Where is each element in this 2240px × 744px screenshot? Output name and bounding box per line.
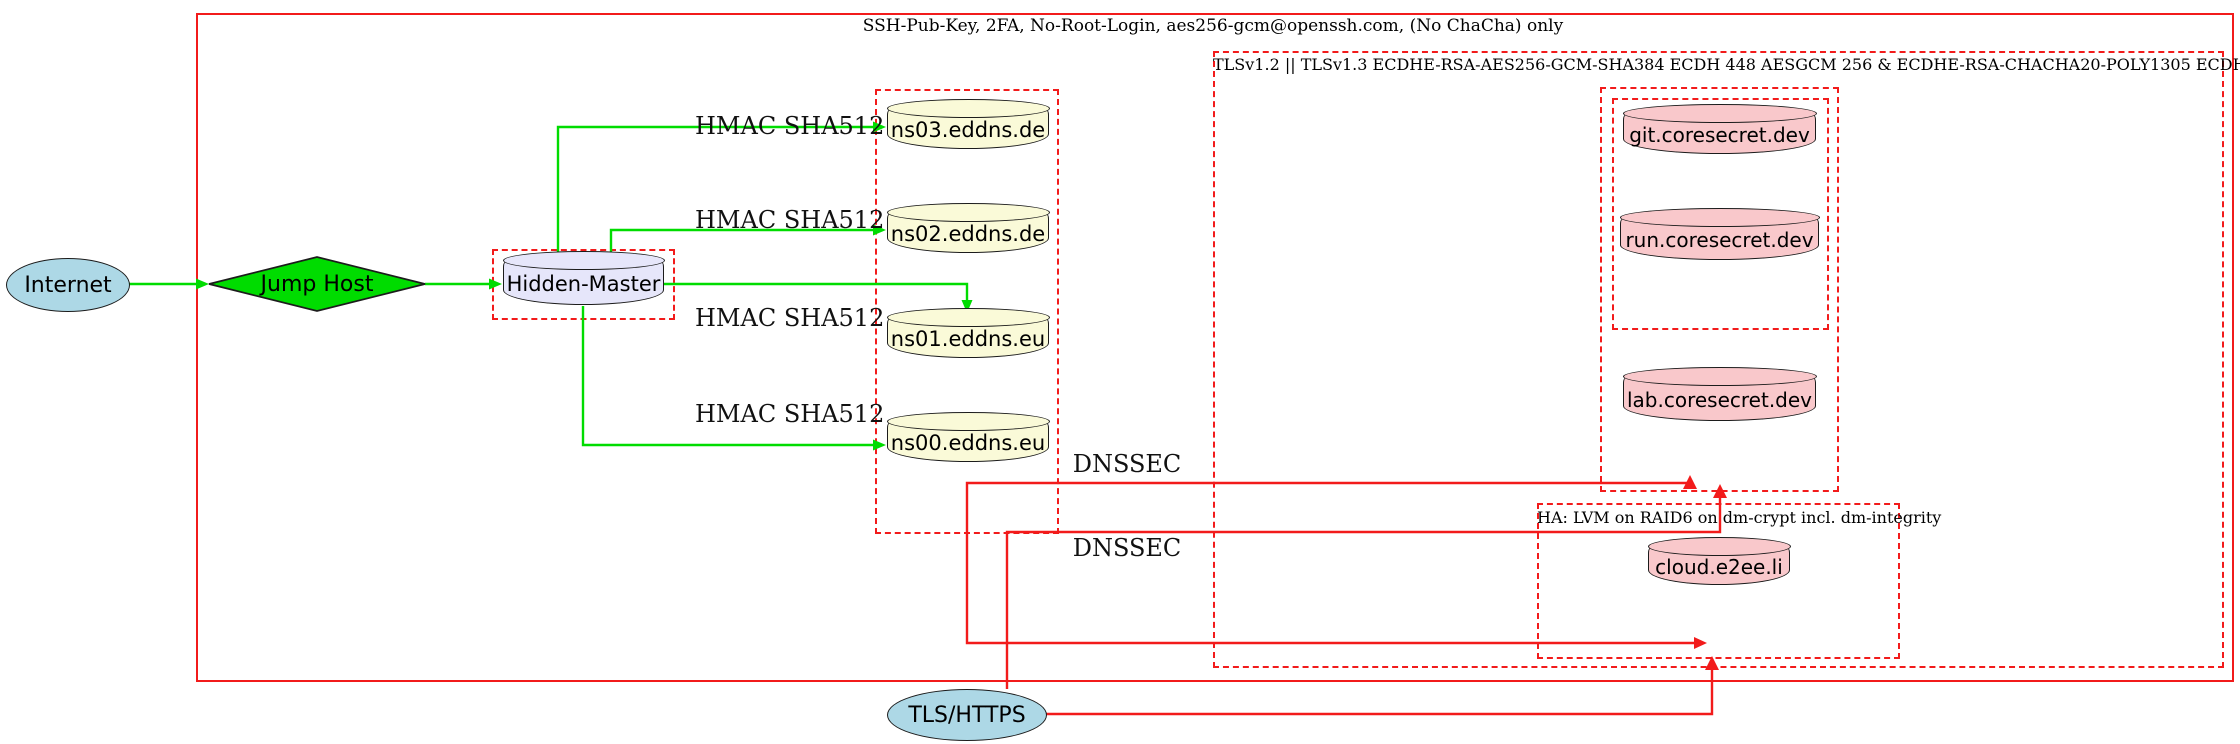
edge-label-dnssec-1: DNSSEC — [1072, 450, 1182, 478]
red-arrowheads — [1683, 475, 1727, 670]
green-edges — [128, 125, 969, 447]
node-tls-https: TLS/HTTPS — [887, 689, 1047, 741]
node-ns00: ns00.eddns.eu — [886, 412, 1050, 462]
red-edges — [965, 481, 1722, 716]
ssh-cluster-box — [196, 13, 2234, 682]
tls-cluster-box — [1213, 51, 2224, 668]
node-git: git.coresecret.dev — [1622, 104, 1817, 154]
ssh-cluster-label: SSH-Pub-Key, 2FA, No-Root-Login, aes256-… — [862, 16, 1564, 36]
coresecret-inner-box — [1612, 98, 1829, 330]
edge-label-hmac-ns01: HMAC SHA512 — [695, 304, 885, 332]
edge-label-hmac-ns03: HMAC SHA512 — [695, 112, 885, 140]
node-ns03: ns03.eddns.de — [886, 99, 1050, 149]
node-hidden-master: Hidden-Master — [502, 251, 665, 305]
node-ns01: ns01.eddns.eu — [886, 308, 1050, 358]
node-run: run.coresecret.dev — [1619, 208, 1820, 260]
edge-label-dnssec-2: DNSSEC — [1072, 534, 1182, 562]
node-jump-host: Jump Host — [260, 271, 374, 297]
tls-cluster-label: TLSv1.2 || TLSv1.3 ECDHE-RSA-AES256-GCM-… — [1213, 55, 2240, 74]
node-ns02: ns02.eddns.de — [886, 203, 1050, 253]
ha-cluster-box — [1537, 503, 1900, 659]
ha-cluster-label: HA: LVM on RAID6 on dm-crypt incl. dm-in… — [1537, 508, 1942, 527]
green-arrowheads — [196, 121, 973, 451]
edge-label-hmac-ns02: HMAC SHA512 — [695, 206, 885, 234]
node-lab: lab.coresecret.dev — [1622, 367, 1817, 421]
node-internet: Internet — [6, 258, 130, 312]
edge-label-hmac-ns00: HMAC SHA512 — [695, 400, 885, 428]
jump-host-diamond — [208, 256, 426, 312]
node-cloud: cloud.e2ee.li — [1647, 537, 1791, 585]
